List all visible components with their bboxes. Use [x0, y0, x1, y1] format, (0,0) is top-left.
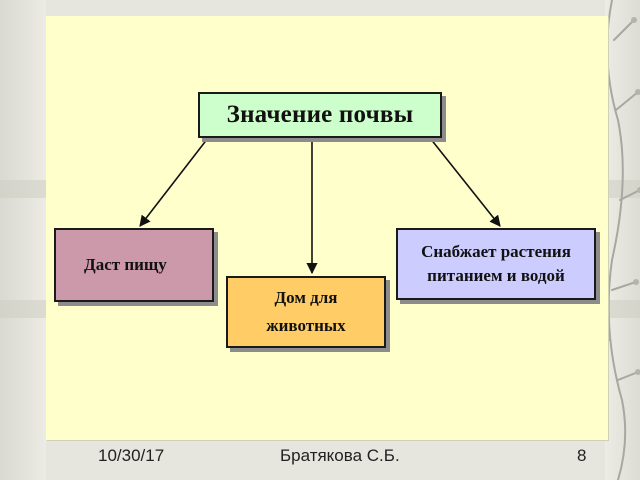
- footer-author: Братякова С.Б.: [280, 446, 400, 465]
- child-node-plants: Снабжает растения питанием и водой: [396, 228, 596, 300]
- child-node-food-label: Даст пищу: [84, 255, 167, 274]
- child-node-home-label: Дом для животных: [266, 288, 346, 335]
- footer-page-number: 8: [577, 446, 587, 465]
- background-left-strip: [0, 0, 46, 480]
- footer-date: 10/30/17: [98, 446, 165, 465]
- root-node-label: Значение почвы: [226, 101, 414, 128]
- child-node-home: Дом для животных: [226, 276, 386, 348]
- child-node-food: Даст пищу: [54, 228, 214, 302]
- arrow-to-food: [139, 137, 209, 227]
- root-node: Значение почвы: [198, 92, 442, 138]
- child-node-plants-label: Снабжает растения питанием и водой: [421, 242, 571, 285]
- arrow-to-plants: [429, 137, 501, 227]
